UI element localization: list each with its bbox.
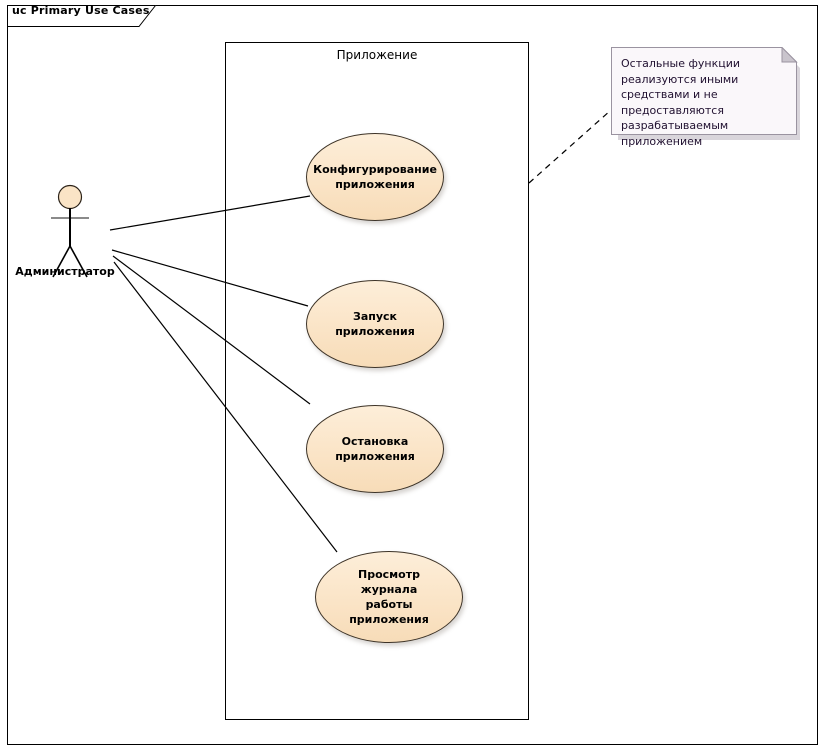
use-case-view-log[interactable]: Просмотр журнала работы приложения bbox=[315, 551, 463, 643]
note-shape-icon bbox=[611, 47, 800, 140]
use-case-start-line1: Запуск приложения bbox=[335, 310, 415, 338]
use-case-configure-line2: приложения bbox=[335, 178, 415, 191]
frame-tab-shape-icon bbox=[7, 5, 156, 27]
use-case-stop-line1: Остановка bbox=[341, 435, 409, 448]
diagram-title: uc Primary Use Cases bbox=[12, 4, 150, 17]
diagram-frame-tab bbox=[7, 5, 156, 27]
use-case-stop[interactable]: Остановка приложения bbox=[306, 405, 444, 493]
actor-administrator[interactable] bbox=[20, 178, 130, 293]
note-text: Остальные функции реализуются иными сред… bbox=[621, 57, 741, 148]
use-case-configure-line1: Конфигурирование bbox=[313, 163, 437, 176]
use-case-stop-line2: приложения bbox=[335, 450, 415, 463]
diagram-frame bbox=[7, 5, 818, 745]
use-case-view-log-line1: Просмотр журнала bbox=[358, 568, 420, 596]
system-boundary-label: Приложение bbox=[336, 48, 418, 62]
stick-figure-actor-icon bbox=[51, 184, 89, 278]
use-case-start[interactable]: Запуск приложения bbox=[306, 280, 444, 368]
use-case-configure[interactable]: Конфигурирование приложения bbox=[306, 133, 444, 221]
use-case-view-log-line2: работы приложения bbox=[349, 598, 429, 626]
actor-label: Администратор bbox=[15, 265, 115, 278]
note-comment[interactable]: Остальные функции реализуются иными сред… bbox=[611, 47, 801, 148]
